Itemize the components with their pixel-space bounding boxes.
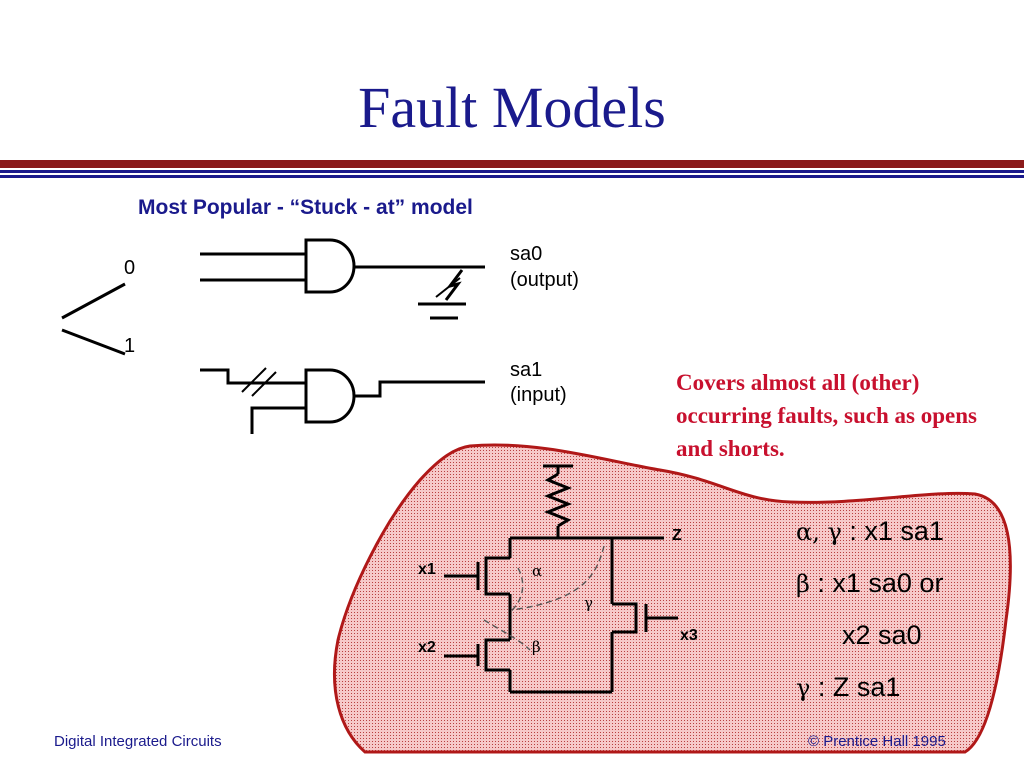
output-z-label: Z	[672, 527, 682, 544]
footer-left: Digital Integrated Circuits	[54, 733, 222, 750]
slide-subtitle: Most Popular - “Stuck - at” model	[138, 196, 473, 219]
beta-label: β	[532, 638, 541, 656]
footer-right: © Prentice Hall 1995	[808, 733, 946, 750]
input-0-label: 0	[124, 257, 135, 279]
x2-label: x2	[418, 639, 436, 656]
sa0-label: sa0	[510, 243, 542, 265]
fault-list: α, γ : x1 sa1 β : x1 sa0 or x2 sa0 γ : Z…	[796, 516, 944, 702]
fault-line-1: α, γ : x1 sa1	[796, 516, 944, 546]
alpha-label: α	[532, 562, 542, 580]
fault-line-2: β : x1 sa0 or	[796, 568, 943, 598]
input-1-label: 1	[124, 335, 135, 357]
switch-arm-0	[61, 282, 126, 320]
divider-blue-2	[0, 175, 1024, 178]
switch-arm-1	[61, 328, 126, 356]
fault-paths	[483, 545, 605, 651]
fault-line-3: x2 sa0	[842, 620, 922, 650]
gamma-label: γ	[584, 594, 593, 612]
and-gate-sa0	[200, 238, 485, 320]
slide-title: Fault Models	[358, 75, 666, 140]
x3-label: x3	[680, 627, 698, 644]
fault-region-blob	[332, 443, 1012, 754]
x1-label: x1	[418, 561, 436, 578]
divider-blue-1	[0, 170, 1024, 173]
sa1-label: sa1	[510, 359, 542, 381]
sa0-sublabel: (output)	[510, 269, 579, 291]
sa1-sublabel: (input)	[510, 384, 567, 406]
coverage-note: Covers almost all (other) occurring faul…	[676, 370, 977, 461]
divider-red	[0, 160, 1024, 168]
nmos-circuit	[444, 464, 678, 694]
fault-line-4: γ : Z sa1	[796, 672, 900, 702]
and-gate-sa1	[200, 367, 485, 434]
